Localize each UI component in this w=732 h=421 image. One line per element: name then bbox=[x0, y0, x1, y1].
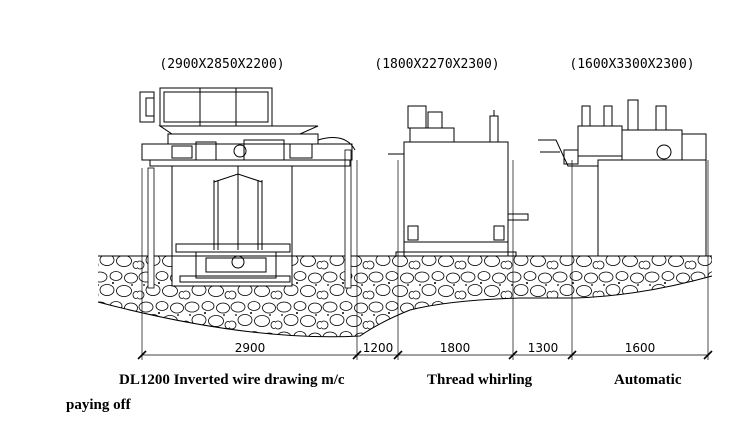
size-label-wire-drawing: (2900X2850X2200) bbox=[159, 57, 284, 72]
ground-bed bbox=[97, 149, 713, 338]
dimension-value: 1600 bbox=[625, 341, 656, 355]
machine-thread-whirling bbox=[388, 105, 529, 257]
caption-thread-whirling: Thread whirling bbox=[427, 372, 533, 388]
size-label-thread-whirling: (1800X2270X2300) bbox=[374, 57, 499, 72]
size-label-automatic: (1600X3300X2300) bbox=[569, 57, 694, 72]
dimension-value: 1800 bbox=[440, 341, 471, 355]
machine-automatic bbox=[538, 99, 707, 257]
dimension-lines bbox=[137, 160, 713, 360]
dimension-value: 1300 bbox=[528, 341, 559, 355]
dimension-value: 1200 bbox=[363, 341, 394, 355]
caption-automatic: Automatic bbox=[614, 372, 682, 388]
machine-wire-drawing bbox=[139, 87, 356, 283]
dimension-value: 2900 bbox=[235, 341, 266, 355]
caption-wire-drawing: DL1200 Inverted wire drawing m/c bbox=[119, 372, 345, 388]
caption-paying-off: paying off bbox=[66, 397, 131, 413]
